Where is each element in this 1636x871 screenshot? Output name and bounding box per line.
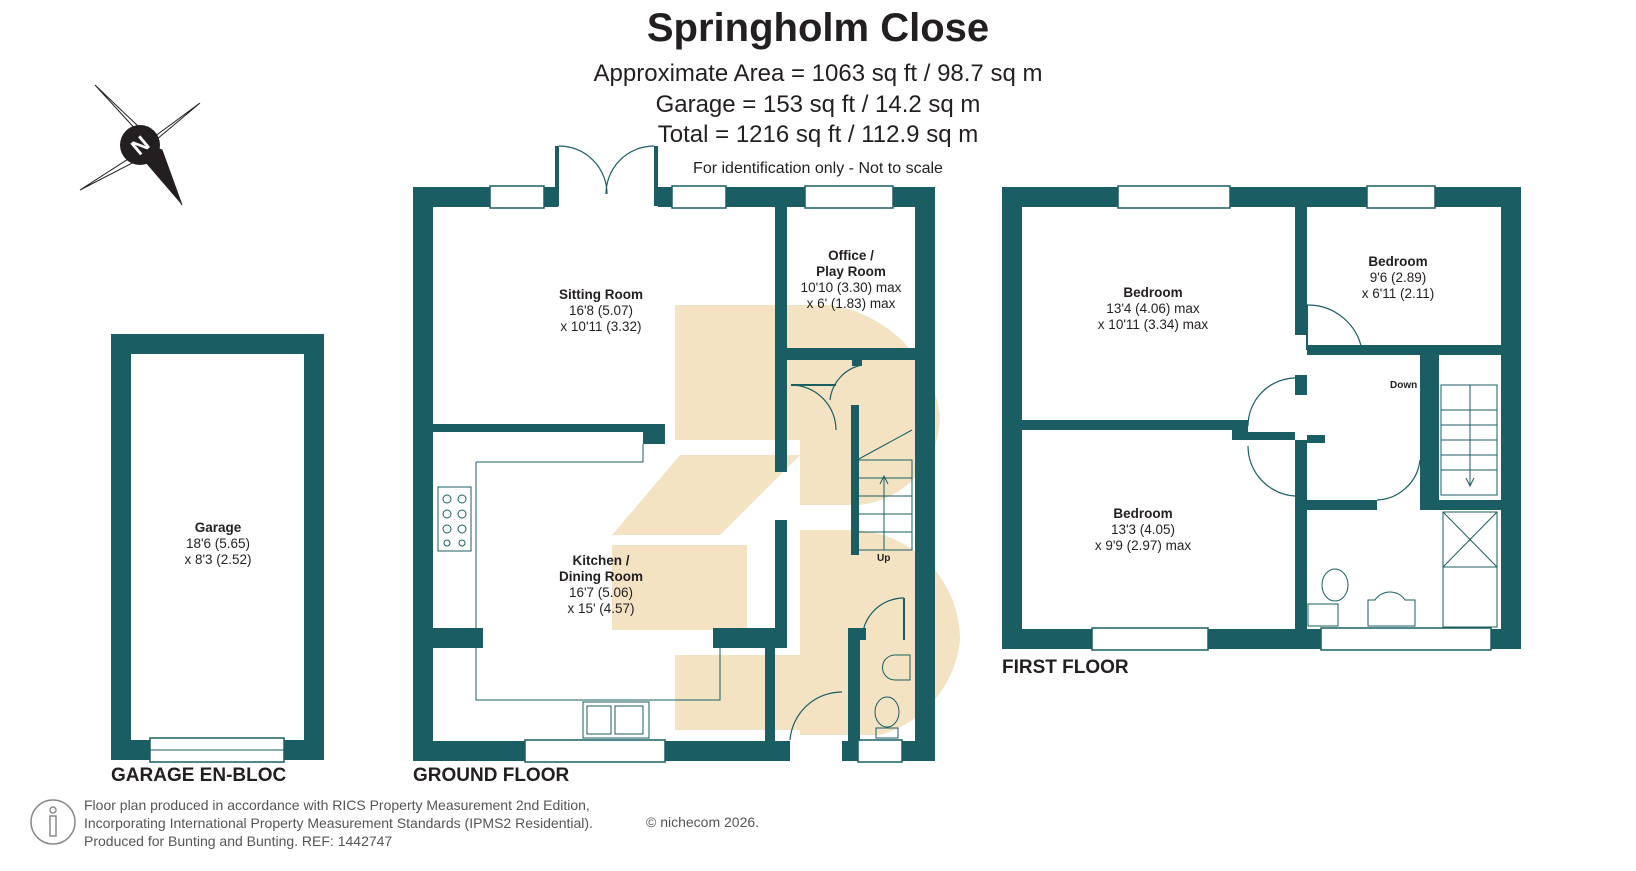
room-dimension: 10'10 (3.30) max: [800, 280, 902, 295]
room-bedroom-2: Bedroom 9'6 (2.89) x 6'11 (2.11): [1362, 254, 1435, 302]
room-dimension: x 8'3 (2.52): [184, 552, 252, 567]
sink-icon: [582, 701, 650, 739]
hob-icon: [437, 486, 472, 552]
room-dimension: 16'7 (5.06): [568, 585, 634, 600]
room-name: Kitchen /: [572, 553, 630, 568]
first-floor-label: FIRST FLOOR: [1002, 657, 1129, 678]
room-dimension: x 6'11 (2.11): [1361, 286, 1435, 301]
garage-plan: [111, 334, 324, 763]
first-floor-plan: [1002, 185, 1521, 651]
page-title: Springholm Close: [646, 6, 990, 50]
footer-line: Incorporating International Property Mea…: [84, 815, 593, 831]
room-dimension: x 6' (1.83) max: [806, 296, 896, 311]
footer-line: Produced for Bunting and Bunting. REF: 1…: [84, 833, 393, 849]
room-name: Play Room: [816, 264, 886, 279]
ground-floor-label: GROUND FLOOR: [413, 765, 570, 786]
footer-text: Floor plan produced in accordance with R…: [84, 796, 593, 850]
identification-note: For identification only - Not to scale: [693, 160, 943, 177]
stairs-up-label: Up: [877, 553, 891, 564]
room-dimension: x 15' (4.57): [567, 601, 635, 616]
room-dimension: 13'3 (4.05): [1110, 522, 1176, 537]
toilet-icon-first: [1307, 568, 1416, 627]
room-dimension: x 10'11 (3.32): [560, 319, 642, 334]
room-bedroom-1: Bedroom 13'4 (4.06) max x 10'11 (3.34) m…: [1098, 285, 1208, 333]
stairs-down-label: Down: [1390, 380, 1418, 391]
approximate-area: Approximate Area = 1063 sq ft / 98.7 sq …: [593, 60, 1043, 87]
room-name: Sitting Room: [559, 287, 643, 302]
ground-floor-plan: [413, 145, 935, 764]
footer-line: Floor plan produced in accordance with R…: [84, 797, 590, 813]
room-name: Office /: [828, 248, 874, 263]
copyright: © nichecom 2026.: [646, 814, 760, 830]
room-dimension: x 10'11 (3.34) max: [1097, 317, 1209, 332]
room-bedroom-3: Bedroom 13'3 (4.05) x 9'9 (2.97) max: [1095, 506, 1191, 554]
room-office: Office / Play Room 10'10 (3.30) max x 6'…: [801, 248, 902, 312]
room-dimension: 16'8 (5.07): [568, 303, 634, 318]
room-kitchen: Kitchen / Dining Room 16'7 (5.06) x 15' …: [559, 553, 643, 617]
toilet-icon: [874, 654, 911, 739]
garage-area: Garage = 153 sq ft / 14.2 sq m: [655, 91, 981, 118]
room-dimension: 13'4 (4.06) max: [1106, 301, 1200, 316]
total-area: Total = 1216 sq ft / 112.9 sq m: [657, 121, 979, 148]
shower-icon: [1442, 511, 1498, 628]
info-icon: [30, 799, 76, 845]
room-name: Bedroom: [1368, 254, 1428, 269]
room-dimension: 9'6 (2.89): [1369, 270, 1427, 285]
garage-floor-label: GARAGE EN-BLOC: [111, 765, 287, 786]
room-dimension: x 9'9 (2.97) max: [1094, 538, 1192, 553]
room-name: Bedroom: [1123, 285, 1183, 300]
compass-icon: N: [79, 84, 201, 206]
room-garage: Garage 18'6 (5.65) x 8'3 (2.52): [184, 520, 251, 568]
room-name: Bedroom: [1113, 506, 1173, 521]
room-name: Dining Room: [559, 569, 643, 584]
room-sitting: Sitting Room 16'8 (5.07) x 10'11 (3.32): [559, 287, 643, 335]
room-name: Garage: [194, 520, 242, 535]
room-dimension: 18'6 (5.65): [185, 536, 251, 551]
